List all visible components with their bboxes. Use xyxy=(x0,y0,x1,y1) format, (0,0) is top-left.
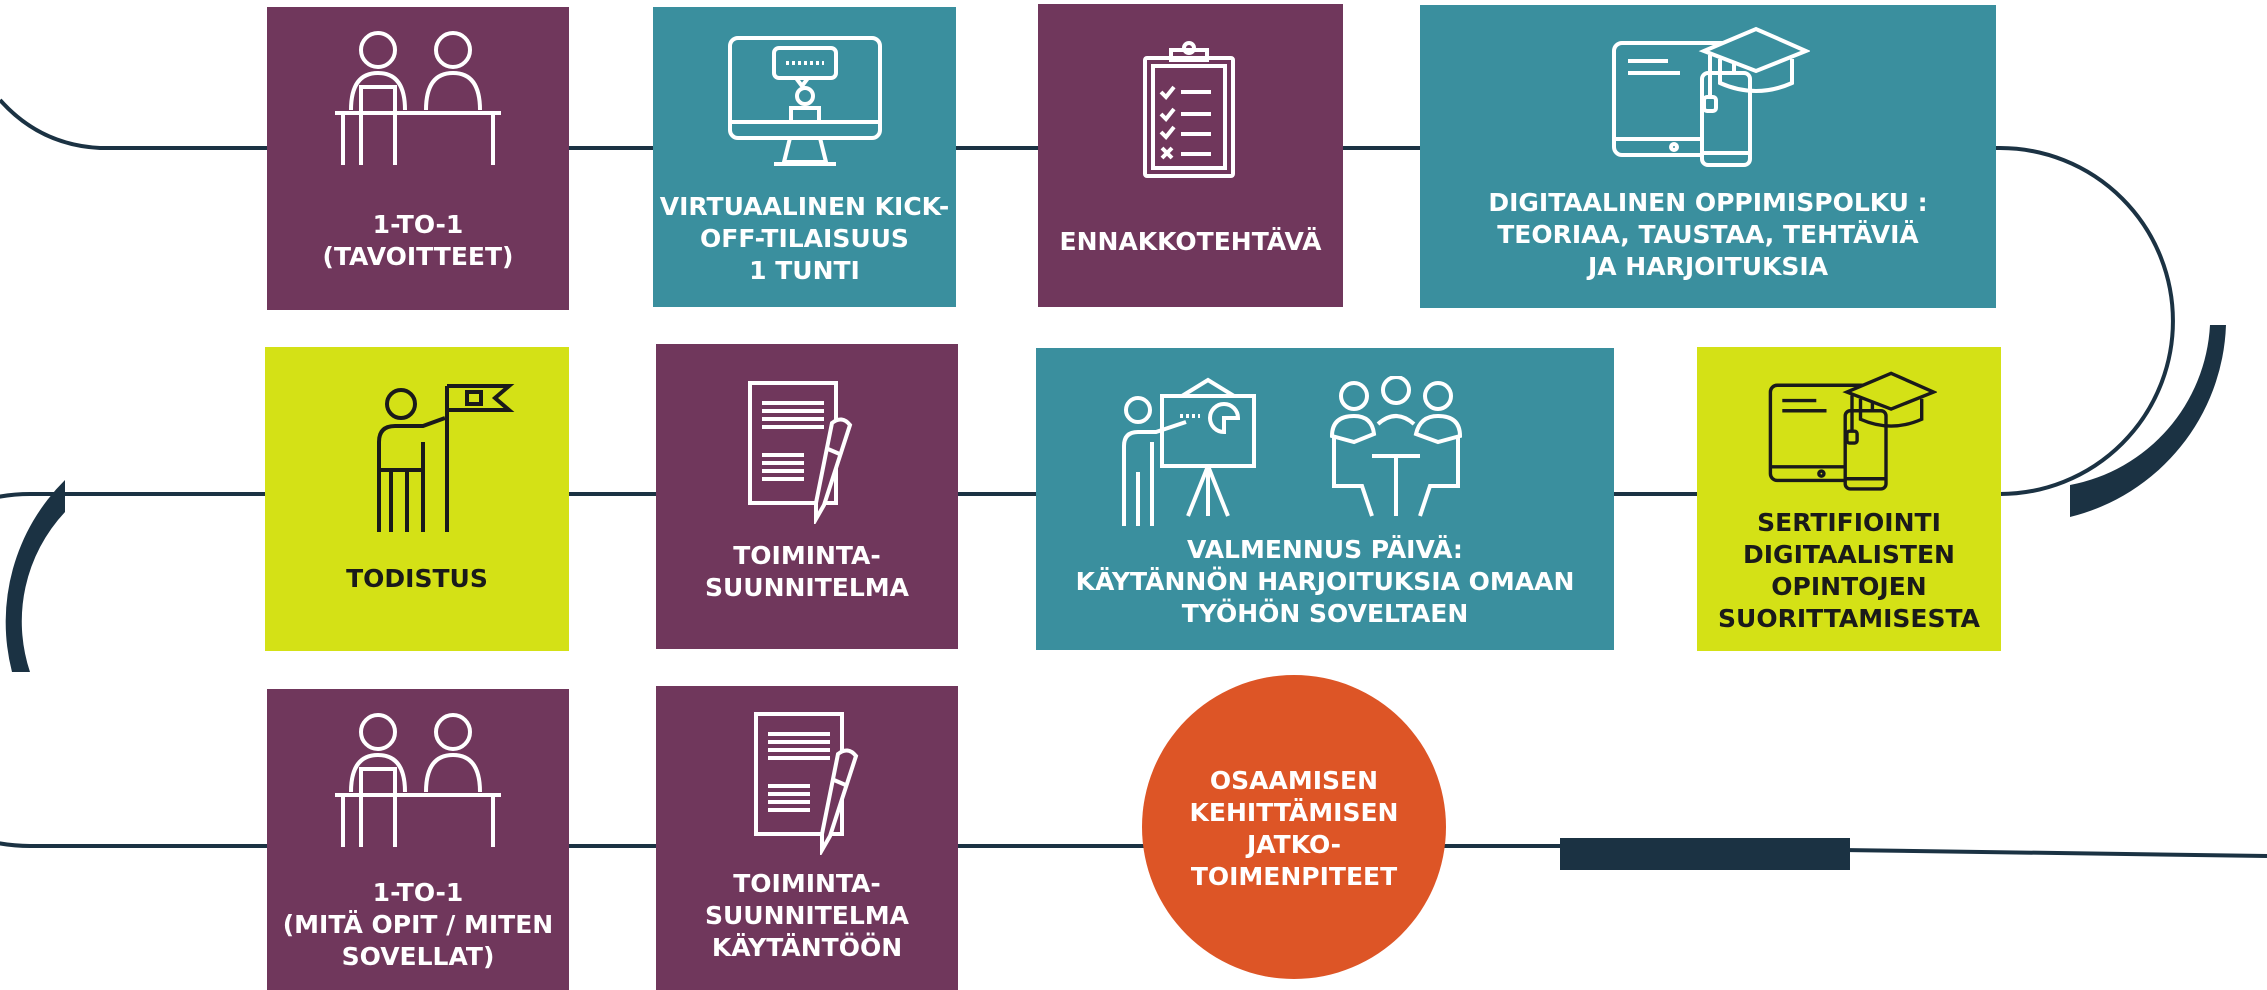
step-training-day: VALMENNUS PÄIVÄ:KÄYTÄNNÖN HARJOITUKSIA O… xyxy=(1036,348,1614,650)
document-pen-icon xyxy=(748,381,853,524)
step-pre-assignment: ENNAKKOTEHTÄVÄ xyxy=(1038,4,1343,307)
video-call-monitor-icon xyxy=(728,36,882,166)
people-at-desk-icon xyxy=(335,713,501,847)
step-certificate: TODISTUS xyxy=(265,347,569,651)
people-at-desk-icon xyxy=(335,31,501,165)
step-1to1-goals: 1-TO-1(TAVOITTEET) xyxy=(267,7,569,310)
path-bar-accent xyxy=(1560,838,1850,870)
step-digital-learning-path: DIGITAALINEN OPPIMISPOLKU :TEORIAA, TAUS… xyxy=(1420,5,1996,308)
presenter-and-group-icon xyxy=(1122,376,1463,526)
step-label: VALMENNUS PÄIVÄ:KÄYTÄNNÖN HARJOITUKSIA O… xyxy=(1075,535,1575,628)
tablet-phone-graduation-cap-icon xyxy=(1612,26,1810,167)
step-label: ENNAKKOTEHTÄVÄ xyxy=(1059,227,1322,256)
step-label: DIGITAALINEN OPPIMISPOLKU :TEORIAA, TAUS… xyxy=(1488,188,1928,281)
arc-accent-right xyxy=(2070,325,2226,517)
tablet-phone-graduation-cap-icon xyxy=(1768,371,1937,491)
checklist-clipboard-icon xyxy=(1143,41,1235,178)
step-label: TODISTUS xyxy=(346,564,488,593)
arc-accent-left xyxy=(5,480,66,672)
step-label: TOIMINTA-SUUNNITELMA xyxy=(704,541,910,602)
person-with-flag-icon xyxy=(377,384,515,532)
document-pen-icon xyxy=(754,712,859,855)
step-action-plan: TOIMINTA-SUUNNITELMA xyxy=(656,344,958,649)
step-label: 1-TO-1(TAVOITTEET) xyxy=(322,210,514,271)
